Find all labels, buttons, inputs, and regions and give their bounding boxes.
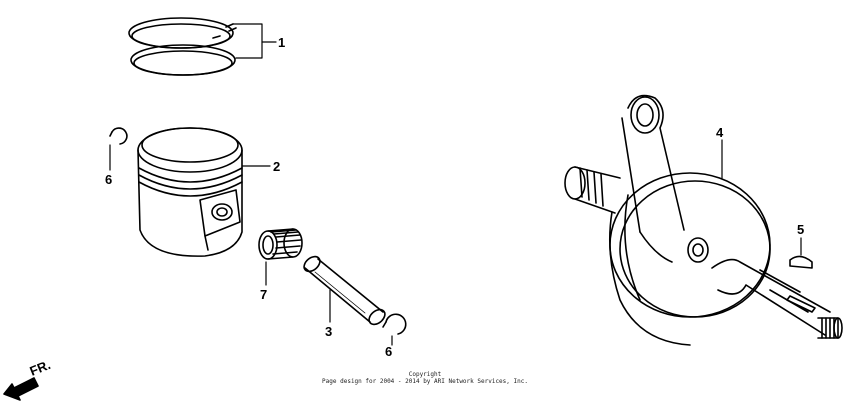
piston-rings[interactable]: [128, 17, 237, 76]
callout-label-7: 7: [260, 287, 267, 302]
copyright-notice: Copyright Page design for 2004 - 2014 by…: [300, 371, 550, 385]
callout-label-5: 5: [797, 222, 804, 237]
woodruff-key[interactable]: [789, 255, 813, 269]
callout-label-2: 2: [273, 159, 280, 174]
callout-label-3: 3: [325, 324, 332, 339]
front-direction-arrow: [3, 377, 39, 401]
callout-label-6-right: 6: [385, 344, 392, 359]
copyright-title: Copyright: [408, 371, 442, 378]
callout-label-6-left: 6: [105, 172, 112, 187]
callout-label-4: 4: [716, 125, 724, 140]
copyright-text: Page design for 2004 - 2014 by ARI Netwo…: [322, 378, 528, 385]
crankshaft[interactable]: [564, 94, 843, 346]
piston-pin-clip-left[interactable]: [109, 127, 128, 145]
callout-label-1: 1: [278, 35, 285, 50]
piston-pin-clip-right[interactable]: [382, 313, 407, 335]
callout-1-bracket: [232, 23, 277, 59]
needle-bearing[interactable]: [258, 228, 303, 260]
piston[interactable]: [137, 127, 243, 257]
piston-pin[interactable]: [301, 254, 388, 328]
direction-label: FR.: [28, 357, 53, 379]
